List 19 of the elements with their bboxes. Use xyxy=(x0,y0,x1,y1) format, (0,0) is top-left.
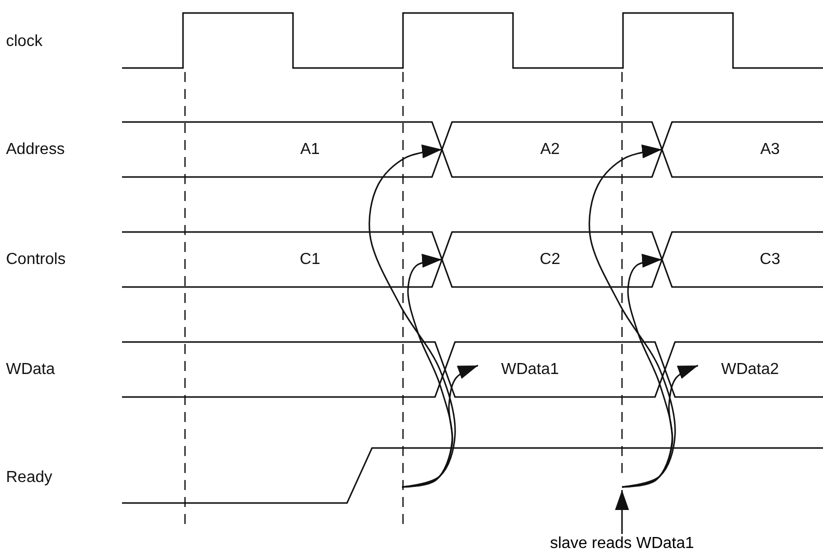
causal-arrow xyxy=(622,364,698,488)
signal-name: Controls xyxy=(6,251,66,269)
bus-value: C2 xyxy=(540,250,560,268)
causal-arrow xyxy=(588,144,676,488)
signal-name: Address xyxy=(6,141,65,159)
bus-value: C1 xyxy=(300,250,320,268)
bus-value: WData2 xyxy=(721,360,779,378)
pointer-arrow xyxy=(615,490,629,534)
signal-name: WData xyxy=(6,361,55,379)
bus-value: C3 xyxy=(760,250,780,268)
bus-value: A1 xyxy=(300,140,320,158)
annotation-text: slave reads WData1 xyxy=(532,534,712,554)
bus-value: A3 xyxy=(760,140,780,158)
bus-value: A2 xyxy=(540,140,560,158)
signal-name: clock xyxy=(6,33,42,51)
causal-arrow xyxy=(402,364,478,488)
causal-arrow xyxy=(368,144,456,488)
signal-name: Ready xyxy=(6,469,52,487)
bus-value: WData1 xyxy=(501,360,559,378)
